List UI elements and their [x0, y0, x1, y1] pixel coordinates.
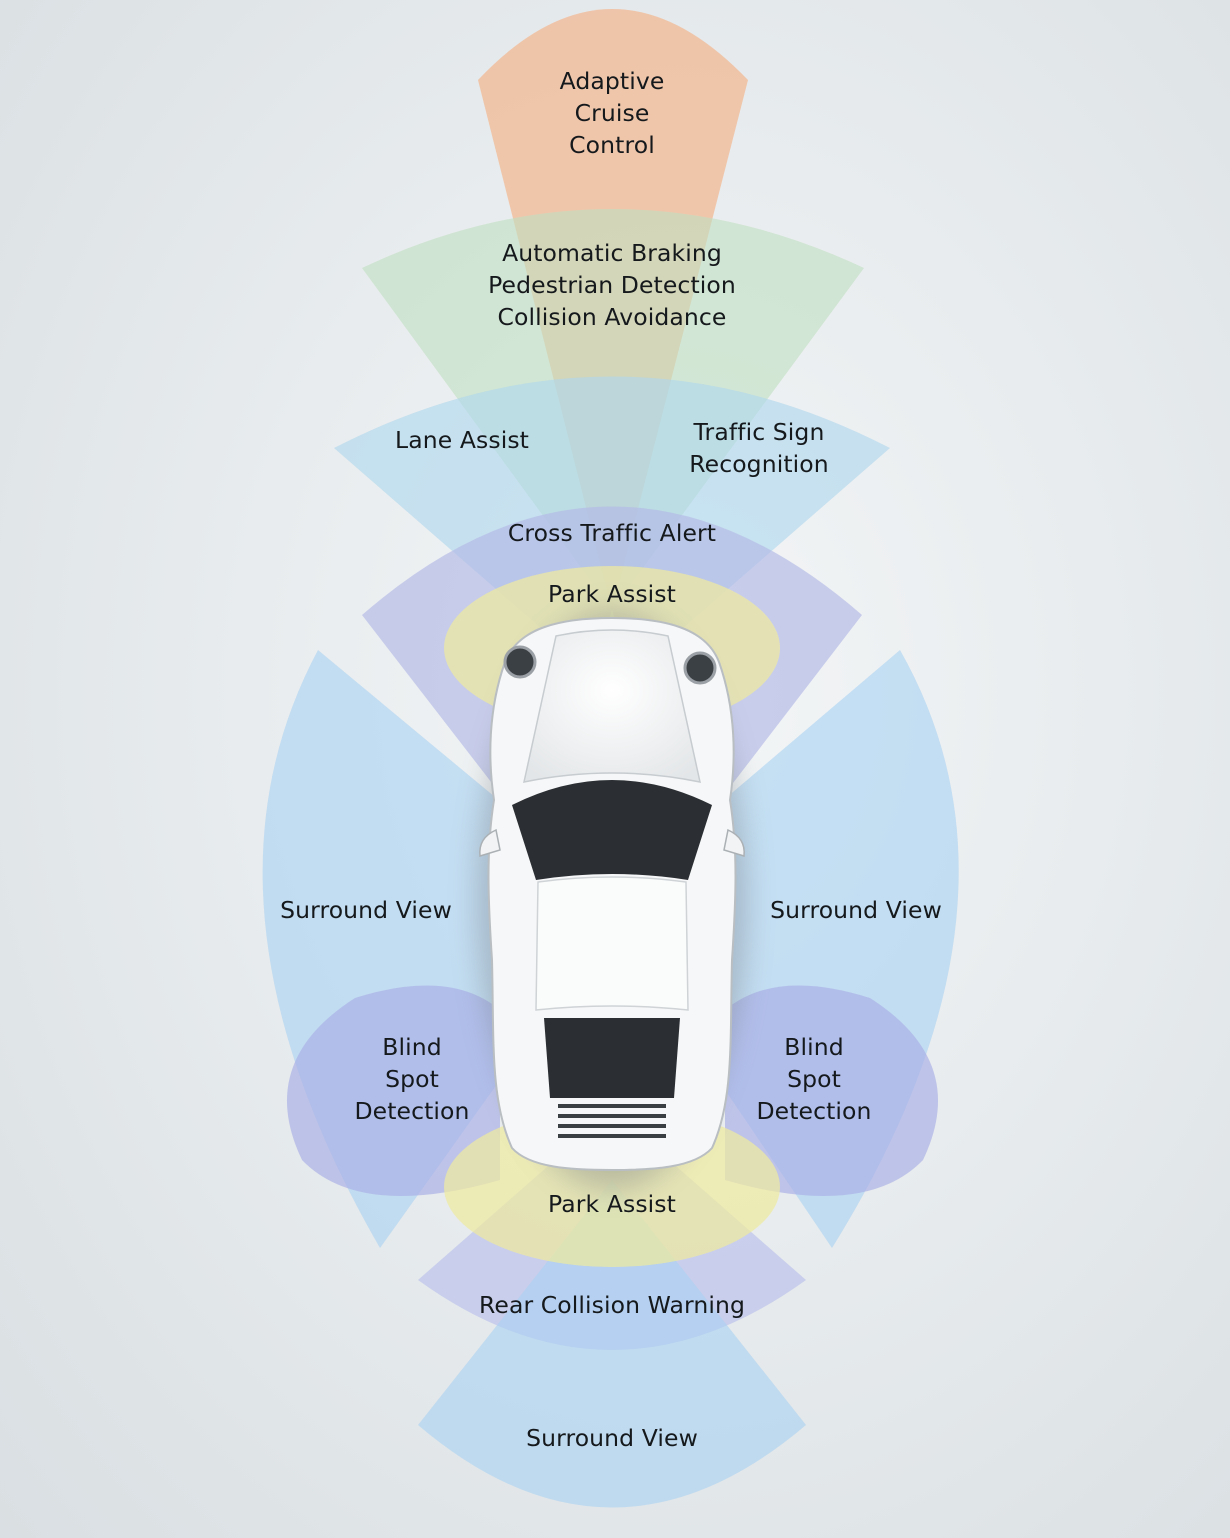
- traffic-sign-label: Traffic Sign Recognition: [689, 418, 829, 478]
- car-windshield: [512, 780, 712, 880]
- adaptive-cruise-label: Adaptive Cruise Control: [559, 67, 665, 159]
- blind-spot-right-zone: [725, 985, 939, 1196]
- car-top-view: [477, 610, 747, 1190]
- blind-spot-right-label: Blind Spot Detection: [756, 1033, 872, 1125]
- surround-view-rear-label: Surround View: [526, 1424, 698, 1453]
- cross-traffic-zone: [362, 506, 862, 800]
- right-headlight: [683, 651, 717, 685]
- car-hood: [523, 629, 701, 783]
- car-engine-grille: [558, 1104, 666, 1138]
- rear-collision-label: Rear Collision Warning: [479, 1291, 745, 1320]
- surround-view-left-label: Surround View: [280, 896, 452, 925]
- blind-spot-left-label: Blind Spot Detection: [354, 1033, 470, 1125]
- automatic-braking-label: Automatic Braking Pedestrian Detection C…: [488, 239, 736, 331]
- blind-spot-left-zone: [286, 985, 500, 1196]
- car-roof: [535, 876, 689, 1011]
- left-headlight: [503, 645, 537, 679]
- right-mirror: [723, 828, 745, 857]
- car-rear-window: [544, 1018, 680, 1098]
- cross-traffic-label: Cross Traffic Alert: [507, 519, 717, 548]
- surround-view-right-label: Surround View: [770, 896, 942, 925]
- park-assist-rear-label: Park Assist: [548, 1190, 676, 1219]
- surround-view-rear-zone: [418, 1180, 806, 1508]
- left-mirror: [479, 828, 501, 857]
- park-assist-front-label: Park Assist: [548, 580, 676, 609]
- lane-assist-label: Lane Assist: [395, 426, 529, 455]
